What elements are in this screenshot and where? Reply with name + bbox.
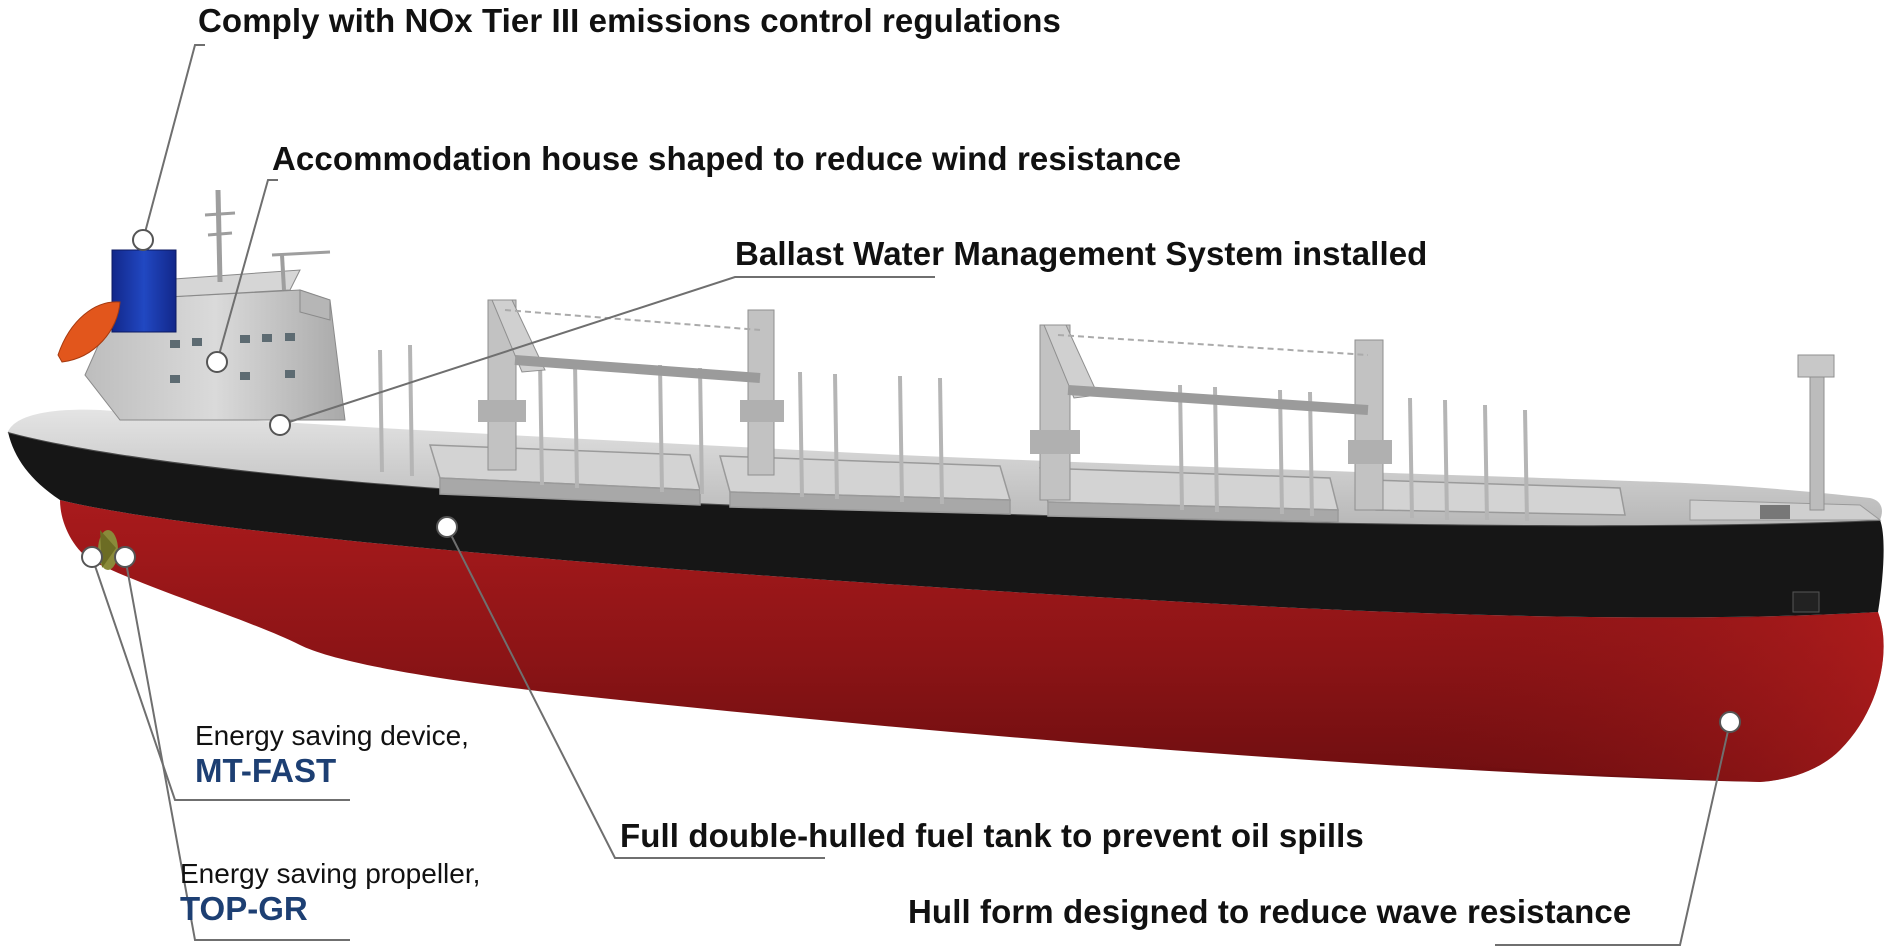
callout-esd-name: MT-FAST [195,752,337,789]
hull-black-topside [8,432,1884,618]
cargo-stanchions [378,344,1529,522]
callout-propeller-caption: Energy saving propeller, [180,858,481,889]
deck-crane-aft [478,299,784,476]
stern-propeller [98,530,118,570]
hatch-covers [428,444,1626,523]
callout-nox-tier-iii: Comply with NOx Tier III emissions contr… [198,2,1061,39]
callout-accommodation-house: Accommodation house shaped to reduce win… [272,140,1182,177]
callout-double-hulled-fuel-tank: Full double-hulled fuel tank to prevent … [620,817,1364,854]
forecastle [1689,354,1882,613]
callout-esd-caption: Energy saving device, [195,720,469,751]
callout-propeller-name: TOP-GR [180,890,308,927]
hull-bow-shading [1400,612,1884,782]
callout-dots [81,229,1741,733]
deck-crane-forward [1030,324,1392,511]
callout-hull-form: Hull form designed to reduce wave resist… [908,893,1632,930]
lifeboat [57,301,121,363]
callout-ballast-water: Ballast Water Management System installe… [735,235,1428,272]
leader-lines [91,44,1731,946]
funnel [111,249,177,333]
